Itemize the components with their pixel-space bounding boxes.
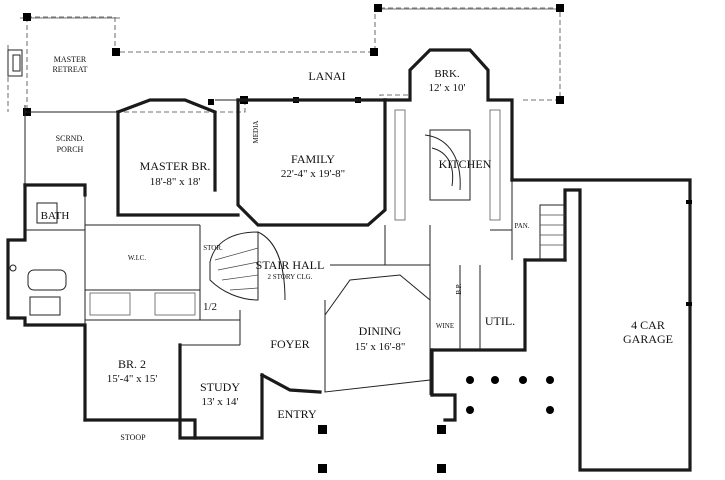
master-bedroom-label: MASTER BR. [140, 159, 211, 173]
dining-outline [324, 274, 431, 393]
foyer-label: FOYER [270, 337, 309, 351]
storage-label: STOR. [203, 244, 223, 252]
stoop-label: STOOP [120, 433, 146, 442]
exterior-columns [23, 4, 564, 473]
bedroom-2-label: BR. 2 [118, 357, 146, 371]
stair-hall-note: 2 STORY CLG. [268, 273, 313, 281]
breakfast-label: BRK. [434, 68, 460, 80]
wic-label: W.I.C. [128, 254, 146, 262]
wine-label: WINE [436, 322, 454, 330]
bath-fixtures [9, 202, 196, 316]
utility-label: UTIL. [485, 314, 515, 328]
garage-label-2: GARAGE [623, 332, 673, 346]
study-dims: 13' x 14' [202, 396, 239, 408]
entry-label: ENTRY [277, 407, 317, 421]
pantry-stairs [539, 204, 566, 261]
dining-label: DINING [359, 324, 402, 338]
bedroom-2-dims: 15'-4" x 15' [107, 373, 158, 385]
family-label: FAMILY [291, 152, 335, 166]
screened-porch-label-1: SCRND. [56, 134, 85, 143]
master-bedroom-dims: 18'-8" x 18' [150, 176, 201, 188]
retreat-fireplace [7, 49, 23, 77]
master-retreat-label-2: RETREAT [52, 65, 87, 74]
garage-doors [686, 200, 692, 460]
bath-label: BATH [41, 210, 70, 222]
screened-porch-label-2: PORCH [57, 145, 84, 154]
media-label: MEDIA [252, 121, 260, 144]
kitchen-label: KITCHEN [439, 157, 492, 171]
dining-dims: 15' x 16'-8" [355, 341, 406, 353]
stair-hall-label: STAIR HALL [256, 258, 325, 272]
pantry-label: PAN. [514, 222, 529, 230]
family-dims: 22'-4" x 19'-8" [281, 168, 345, 180]
kitchen-island [394, 109, 501, 221]
garage-label-1: 4 CAR [631, 318, 665, 332]
breakfast-dims: 12' x 10' [429, 82, 466, 94]
half-bath-label: 1/2 [203, 301, 217, 313]
exterior-walls [6, 48, 692, 472]
master-retreat-label-1: MASTER [54, 55, 87, 64]
lanai-label: LANAI [308, 69, 345, 83]
study-label: STUDY [200, 380, 240, 394]
butler-pantry-label: B.P. [455, 283, 463, 295]
room-labels: MASTER RETREAT LANAI BRK. 12' x 10' SCRN… [41, 55, 673, 442]
staircase [209, 231, 286, 301]
